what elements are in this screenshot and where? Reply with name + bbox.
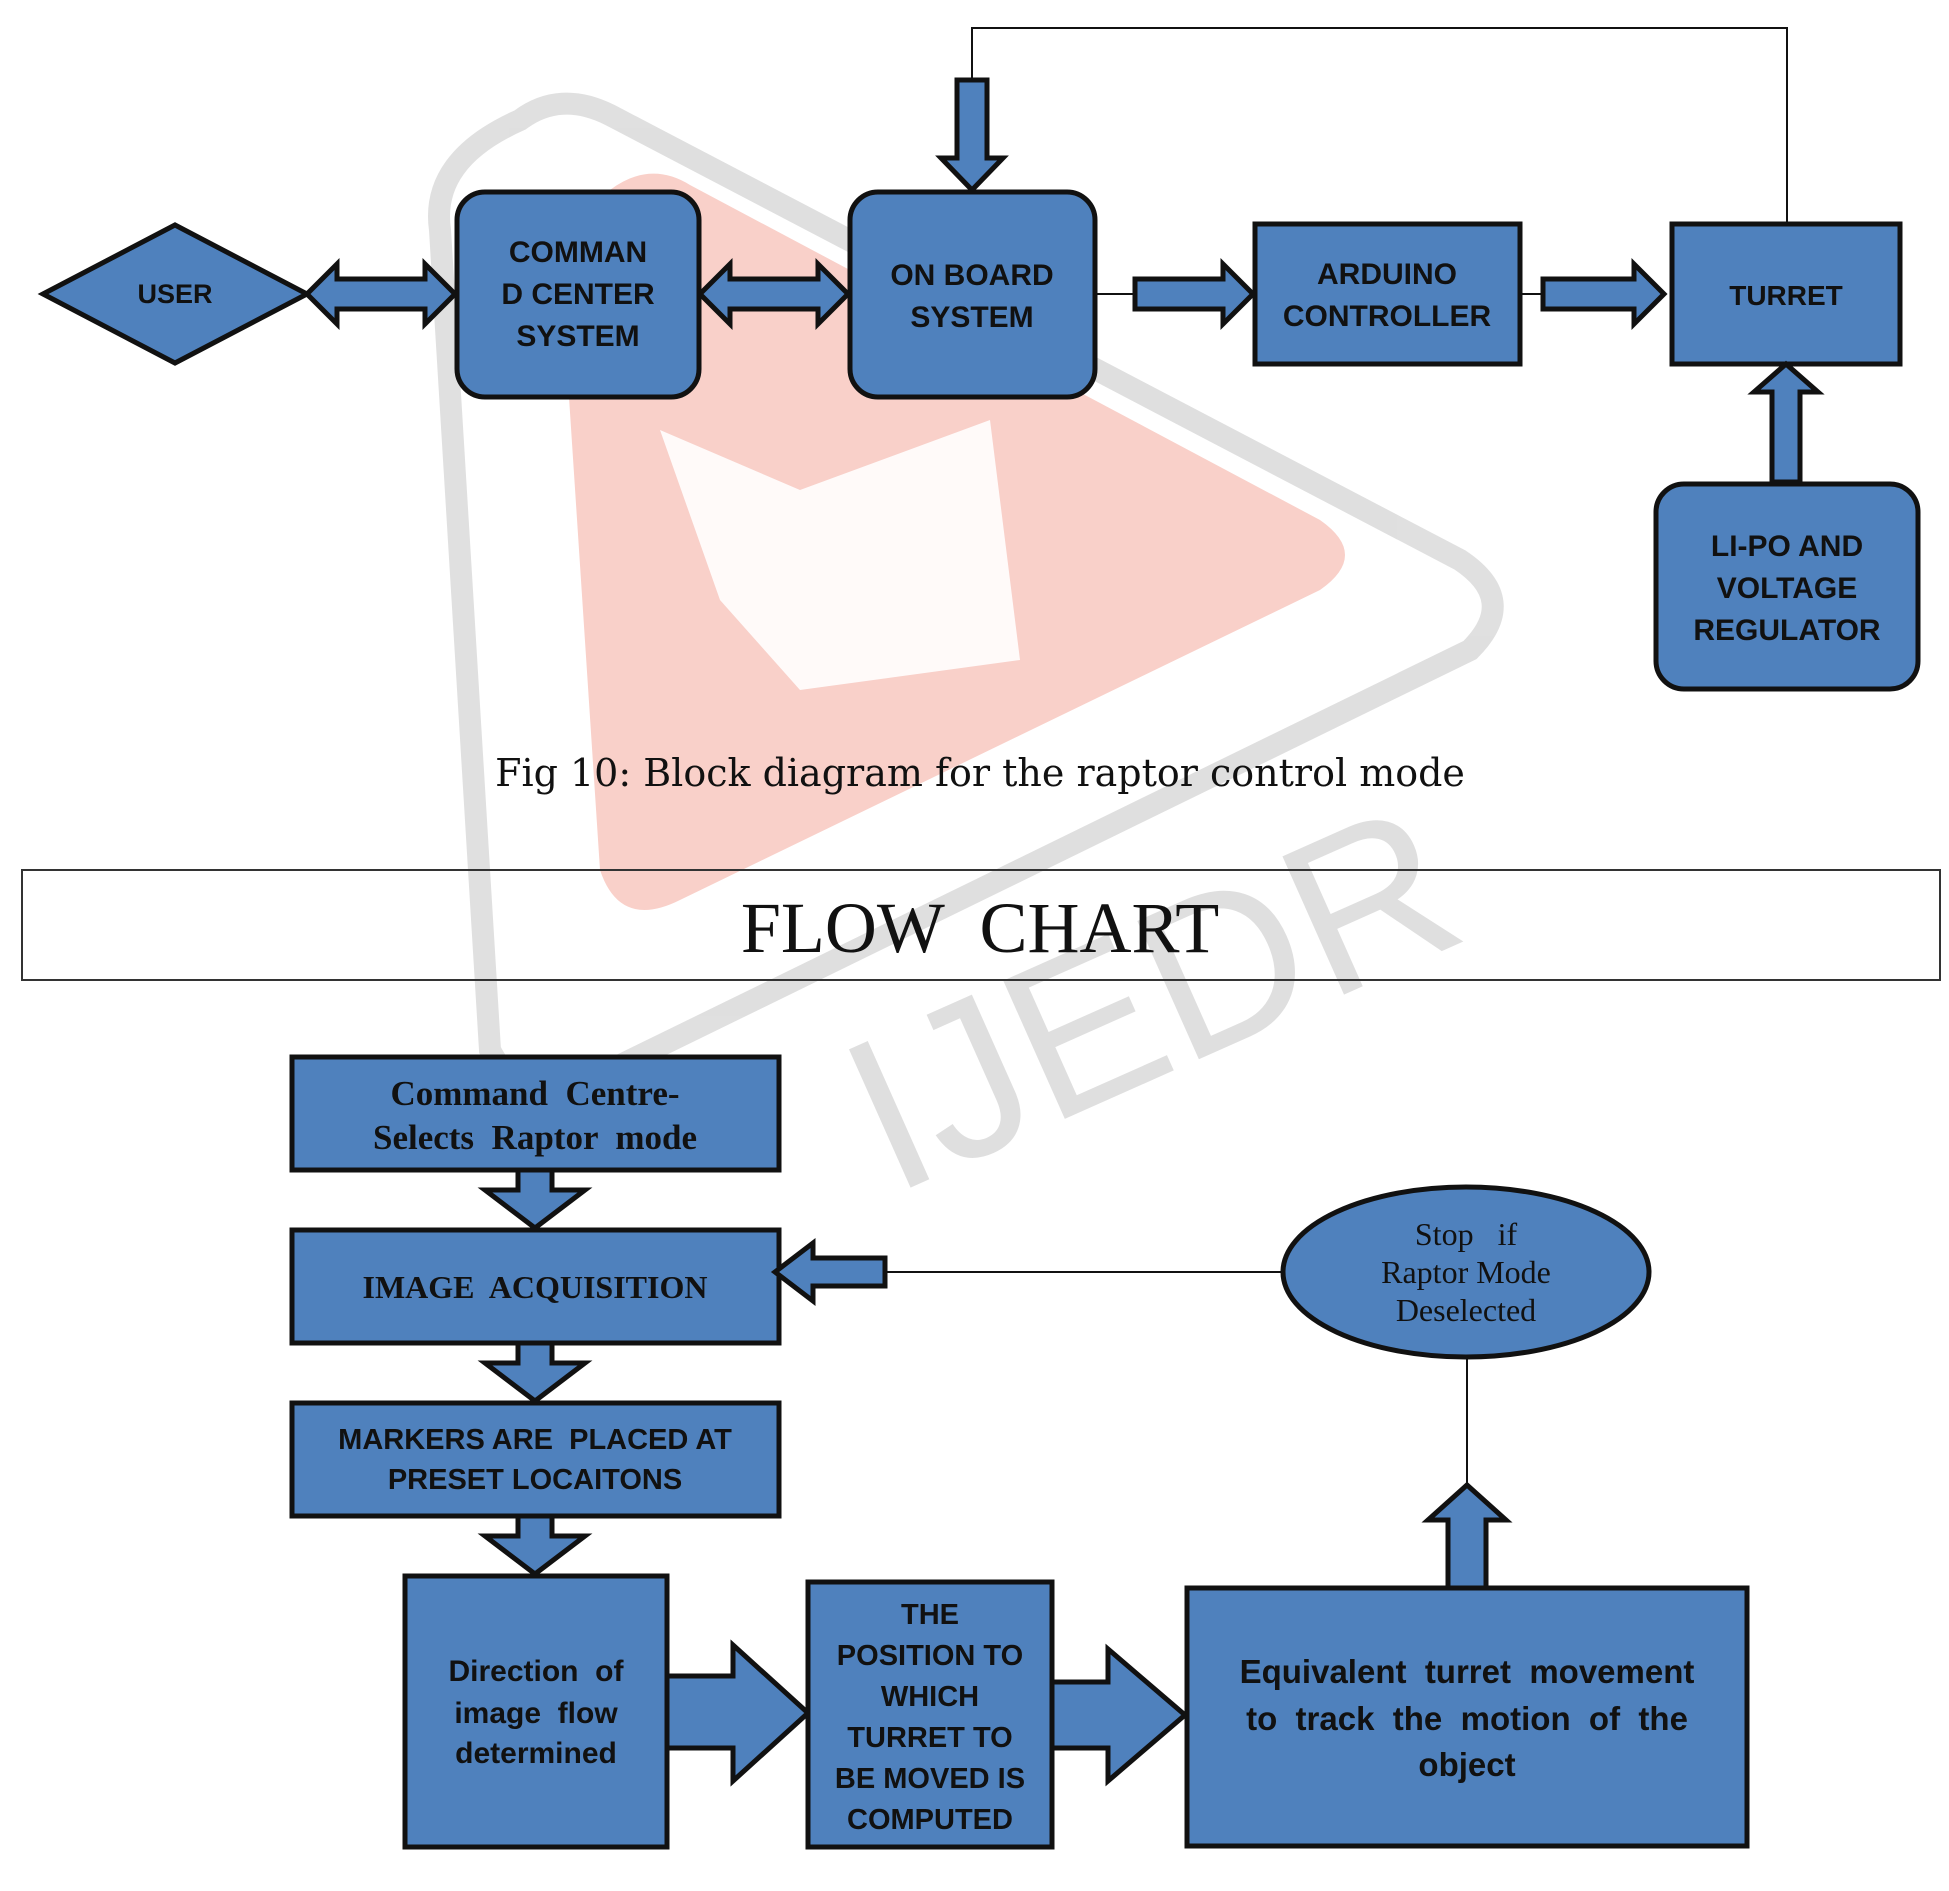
lipo-line-3: REGULATOR: [1693, 614, 1881, 647]
direction-line-2: image flow: [454, 1697, 618, 1730]
user-node: USER: [37, 222, 313, 366]
markers-line-2: PRESET LOCAITONS: [388, 1464, 682, 1496]
image-acquisition-box: [289, 1227, 782, 1346]
command-centre-line-1: Command Centre-: [390, 1074, 679, 1113]
arrow-direction-to-position: [664, 1639, 812, 1787]
command-centre-box: [289, 1054, 782, 1173]
arrow-onboard-to-arduino: [1132, 257, 1257, 331]
arduino-node: ARDUINO CONTROLLER: [1252, 221, 1523, 367]
arrow-acquisition-to-markers: [477, 1340, 593, 1405]
onboard-system-node: ON BOARD SYSTEM: [847, 189, 1098, 400]
figure-caption: Fig 10: Block diagram for the raptor con…: [495, 751, 1465, 795]
onboard-line-2: SYSTEM: [910, 301, 1033, 334]
command-centre-line-2: Selects Raptor mode: [373, 1118, 697, 1157]
command-centre-node: Command Centre- Selects Raptor mode: [289, 1054, 782, 1173]
arrow-equivalent-to-stop: [1421, 1481, 1513, 1591]
equivalent-box: [1184, 1585, 1750, 1849]
arrow-stop-to-acquisition: [770, 1237, 888, 1307]
position-line-5: BE MOVED IS: [835, 1763, 1025, 1795]
turret-label: TURRET: [1729, 280, 1843, 311]
markers-node: MARKERS ARE PLACED AT PRESET LOCAITONS: [289, 1400, 782, 1519]
command-center-line-1: COMMAN: [509, 236, 647, 269]
stop-line-3: Deselected: [1396, 1292, 1536, 1328]
position-line-2: POSITION TO: [837, 1640, 1023, 1672]
onboard-line-1: ON BOARD: [890, 259, 1053, 292]
equivalent-node: Equivalent turret movement to track the …: [1184, 1585, 1750, 1849]
arrow-command-to-acquisition: [477, 1167, 593, 1232]
arrow-arduino-to-turret: [1540, 257, 1668, 331]
direction-line-3: determined: [455, 1737, 617, 1770]
image-acquisition-node: IMAGE ACQUISITION: [289, 1227, 782, 1346]
watermark-text: IJEDR: [811, 756, 1492, 1239]
command-center-line-3: SYSTEM: [516, 320, 639, 353]
arrow-down-into-onboard: [935, 77, 1009, 194]
arduino-box: [1252, 221, 1523, 367]
stop-ellipse: [1280, 1184, 1652, 1360]
arduino-line-2: CONTROLLER: [1283, 300, 1492, 333]
arrow-markers-to-direction: [477, 1513, 593, 1578]
equivalent-line-2: to track the motion of the: [1246, 1700, 1688, 1737]
turret-box: [1669, 221, 1903, 367]
watermark-book-icon: [660, 420, 1020, 690]
command-center-line-2: D CENTER: [501, 278, 655, 311]
direction-node: Direction of image flow determined: [402, 1573, 670, 1850]
direction-line-1: Direction of: [448, 1655, 624, 1688]
stop-line-2: Raptor Mode: [1381, 1254, 1551, 1290]
position-node: THE POSITION TO WHICH TURRET TO BE MOVED…: [805, 1579, 1055, 1850]
command-center-node: COMMAN D CENTER SYSTEM: [454, 189, 702, 400]
arrow-lipo-to-turret: [1747, 360, 1825, 485]
lipo-line-1: LI-PO AND: [1711, 530, 1863, 563]
double-arrow-user-command: [303, 257, 459, 331]
image-acquisition-label: IMAGE ACQUISITION: [363, 1269, 708, 1305]
lipo-line-2: VOLTAGE: [1717, 572, 1858, 605]
position-box: [805, 1579, 1055, 1850]
position-line-6: COMPUTED: [847, 1804, 1013, 1836]
flow-chart-title-box: [21, 869, 1941, 981]
markers-line-1: MARKERS ARE PLACED AT: [338, 1424, 732, 1456]
stop-line-1: Stop if: [1415, 1216, 1518, 1252]
user-label: USER: [137, 279, 212, 309]
position-line-1: THE: [901, 1599, 959, 1631]
position-line-4: TURRET TO: [847, 1722, 1012, 1754]
flow-chart-title: FLOW CHART: [741, 888, 1219, 968]
position-line-3: WHICH: [881, 1681, 979, 1713]
stop-node: Stop if Raptor Mode Deselected: [1280, 1184, 1652, 1360]
lipo-box: [1653, 481, 1921, 692]
arrow-position-to-equivalent: [1049, 1643, 1189, 1787]
lipo-node: LI-PO AND VOLTAGE REGULATOR: [1653, 481, 1921, 692]
onboard-system-box: [847, 189, 1098, 400]
equivalent-line-3: object: [1418, 1746, 1515, 1783]
feedback-line: [971, 27, 1788, 224]
turret-node: TURRET: [1669, 221, 1903, 367]
markers-box: [289, 1400, 782, 1519]
arduino-line-1: ARDUINO: [1317, 258, 1457, 291]
equivalent-line-1: Equivalent turret movement: [1240, 1653, 1695, 1690]
